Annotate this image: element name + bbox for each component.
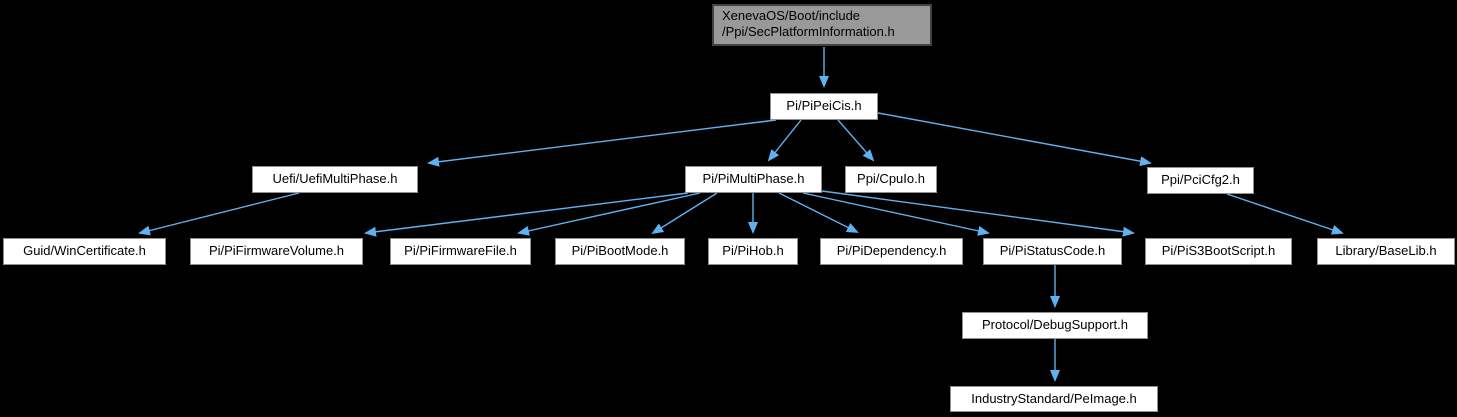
node-label-dependency: Pi/PiDependency.h — [836, 243, 947, 259]
node-label-pihob: Pi/PiHob.h — [722, 243, 784, 259]
node-label-root: XenevaOS/Boot/include/Ppi/SecPlatformInf… — [722, 8, 895, 41]
node-label-firmwarevolume: Pi/PiFirmwareVolume.h — [208, 243, 345, 259]
node-label-uefimultiphase: Uefi/UefiMultiPhase.h — [272, 171, 398, 187]
edge-uefimultiphase-to-wincertificate — [138, 192, 300, 236]
node-pihob[interactable]: Pi/PiHob.h — [708, 238, 798, 265]
node-uefimultiphase[interactable]: Uefi/UefiMultiPhase.h — [252, 166, 418, 193]
edge-pipeicis-to-pcicfg2 — [877, 112, 1152, 167]
node-label-baselib: Library/BaseLib.h — [1335, 243, 1437, 259]
edge-pipeicis-to-cpuio — [837, 119, 875, 162]
node-label-statuscode: Pi/PiStatusCode.h — [999, 243, 1106, 259]
node-wincertificate[interactable]: Guid/WinCertificate.h — [3, 238, 166, 265]
node-label-firmwarefile: Pi/PiFirmwareFile.h — [404, 243, 517, 259]
edge-pipeicis-to-pimultiphase — [767, 119, 802, 162]
node-statuscode[interactable]: Pi/PiStatusCode.h — [983, 238, 1122, 265]
node-label-line: /Ppi/SecPlatformInformation.h — [722, 24, 895, 40]
edge-pipeicis-to-uefimultiphase — [427, 119, 777, 167]
node-root: XenevaOS/Boot/include/Ppi/SecPlatformInf… — [712, 4, 932, 46]
edge-pimultiphase-to-statuscode — [802, 192, 990, 236]
node-label-debugsupport: Protocol/DebugSupport.h — [982, 317, 1128, 333]
node-pcicfg2[interactable]: Ppi/PciCfg2.h — [1147, 167, 1254, 194]
node-label-line: XenevaOS/Boot/include — [722, 8, 861, 23]
node-firmwarefile[interactable]: Pi/PiFirmwareFile.h — [390, 238, 531, 265]
node-pimultiphase[interactable]: Pi/PiMultiPhase.h — [685, 166, 822, 193]
node-dependency[interactable]: Pi/PiDependency.h — [820, 238, 963, 265]
node-label-pipeicis: Pi/PiPeiCis.h — [786, 98, 862, 114]
node-label-cpuio: Ppi/CpuIo.h — [857, 171, 925, 187]
node-pipeicis[interactable]: Pi/PiPeiCis.h — [770, 93, 878, 120]
edge-pimultiphase-to-bootmode — [651, 192, 718, 235]
edge-pimultiphase-to-firmwarefile — [517, 192, 701, 236]
node-label-peimage: IndustryStandard/PeImage.h — [971, 390, 1137, 406]
node-peimage[interactable]: IndustryStandard/PeImage.h — [950, 386, 1158, 412]
node-label-bootmode: Pi/PiBootMode.h — [571, 243, 669, 259]
node-label-s3bootscript: Pi/PiS3BootScript.h — [1161, 243, 1276, 259]
edge-pimultiphase-to-s3bootscript — [821, 190, 1135, 237]
edge-pcicfg2-to-baselib — [1226, 193, 1344, 235]
node-debugsupport[interactable]: Protocol/DebugSupport.h — [962, 312, 1148, 339]
node-cpuio[interactable]: Ppi/CpuIo.h — [845, 166, 937, 193]
edges-group — [138, 47, 1344, 382]
node-label-wincertificate: Guid/WinCertificate.h — [23, 243, 146, 259]
node-baselib[interactable]: Library/BaseLib.h — [1317, 238, 1455, 265]
edge-pimultiphase-to-firmwarevolume — [364, 192, 689, 237]
node-label-pcicfg2: Ppi/PciCfg2.h — [1161, 172, 1240, 188]
node-label-pimultiphase: Pi/PiMultiPhase.h — [702, 171, 805, 187]
node-s3bootscript[interactable]: Pi/PiS3BootScript.h — [1145, 238, 1292, 265]
edge-pimultiphase-to-dependency — [778, 192, 859, 233]
node-firmwarevolume[interactable]: Pi/PiFirmwareVolume.h — [190, 238, 363, 265]
node-bootmode[interactable]: Pi/PiBootMode.h — [555, 238, 685, 265]
